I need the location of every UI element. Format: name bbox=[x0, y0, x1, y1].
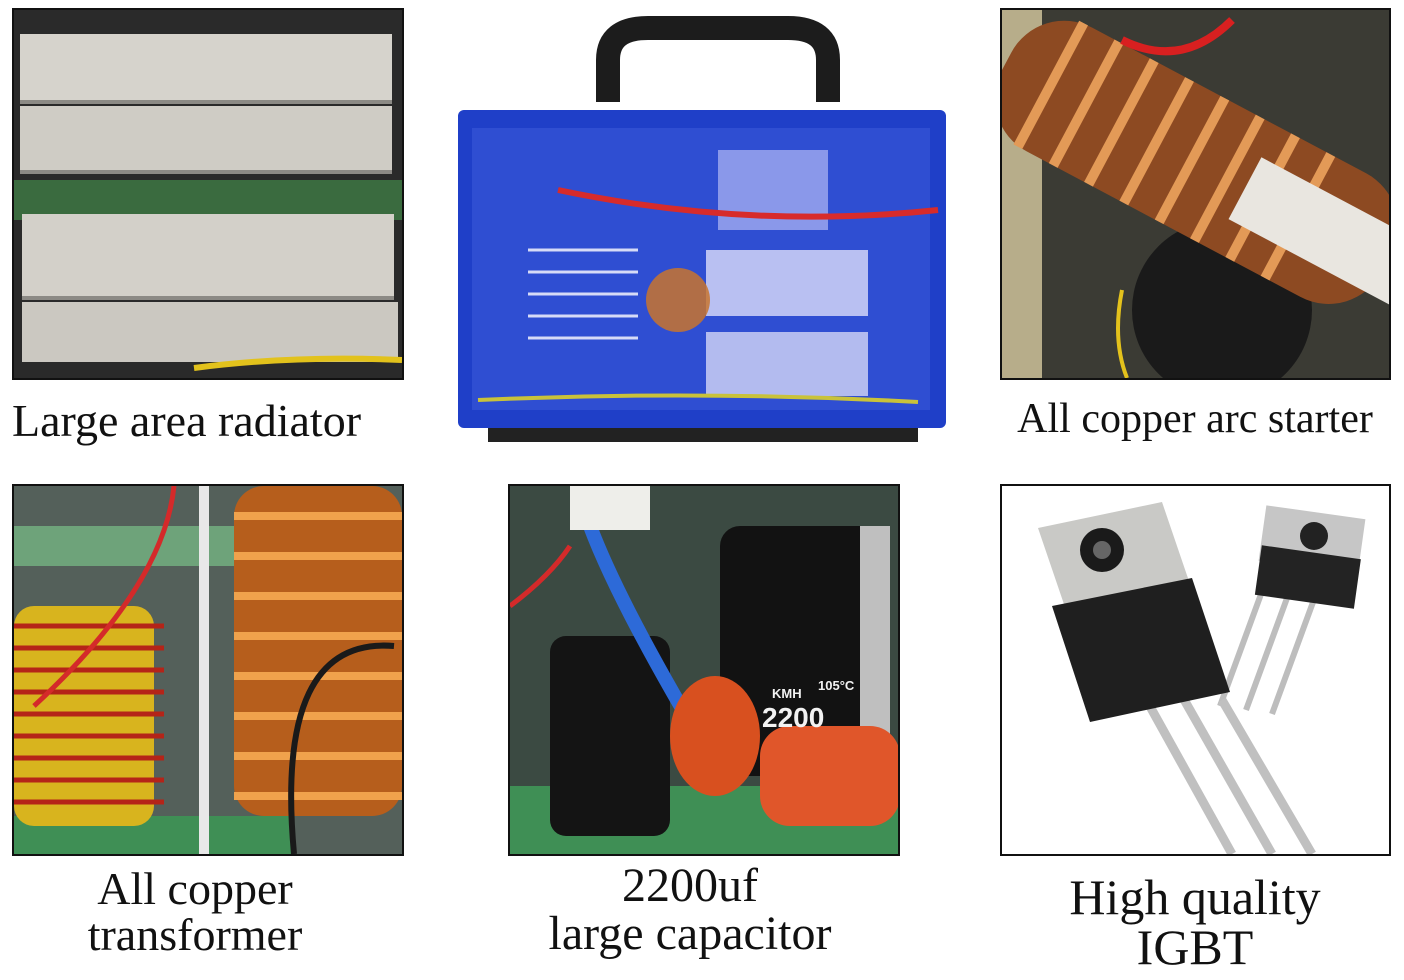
arc-starter-caption: All copper arc starter bbox=[1017, 396, 1373, 442]
transformer-caption: All copper transformer bbox=[20, 866, 370, 958]
igbt-caption-line2: IGBT bbox=[1136, 919, 1254, 975]
welder-photo bbox=[448, 10, 958, 455]
transformer-caption-line2: transformer bbox=[87, 909, 303, 960]
capacitor-caption: 2200uf large capacitor bbox=[490, 862, 890, 958]
capacitor-photo: KMH 105°C 2200 bbox=[508, 484, 900, 856]
radiator-photo bbox=[12, 8, 404, 380]
capacitor-value-label: 2200 bbox=[762, 702, 825, 733]
capacitor-caption-line2: large capacitor bbox=[548, 907, 832, 960]
capacitor-caption-line1: 2200uf bbox=[622, 859, 758, 912]
transformer-photo bbox=[12, 484, 404, 856]
capacitor-series-label: KMH bbox=[772, 686, 802, 701]
igbt-caption-line1: High quality bbox=[1069, 869, 1321, 925]
igbt-photo bbox=[1000, 484, 1391, 856]
igbt-caption: High quality IGBT bbox=[1000, 872, 1390, 972]
capacitor-temp-label: 105°C bbox=[818, 678, 855, 693]
arc-starter-photo bbox=[1000, 8, 1391, 380]
transformer-caption-line1: All copper bbox=[97, 863, 293, 914]
radiator-caption: Large area radiator bbox=[12, 395, 362, 446]
